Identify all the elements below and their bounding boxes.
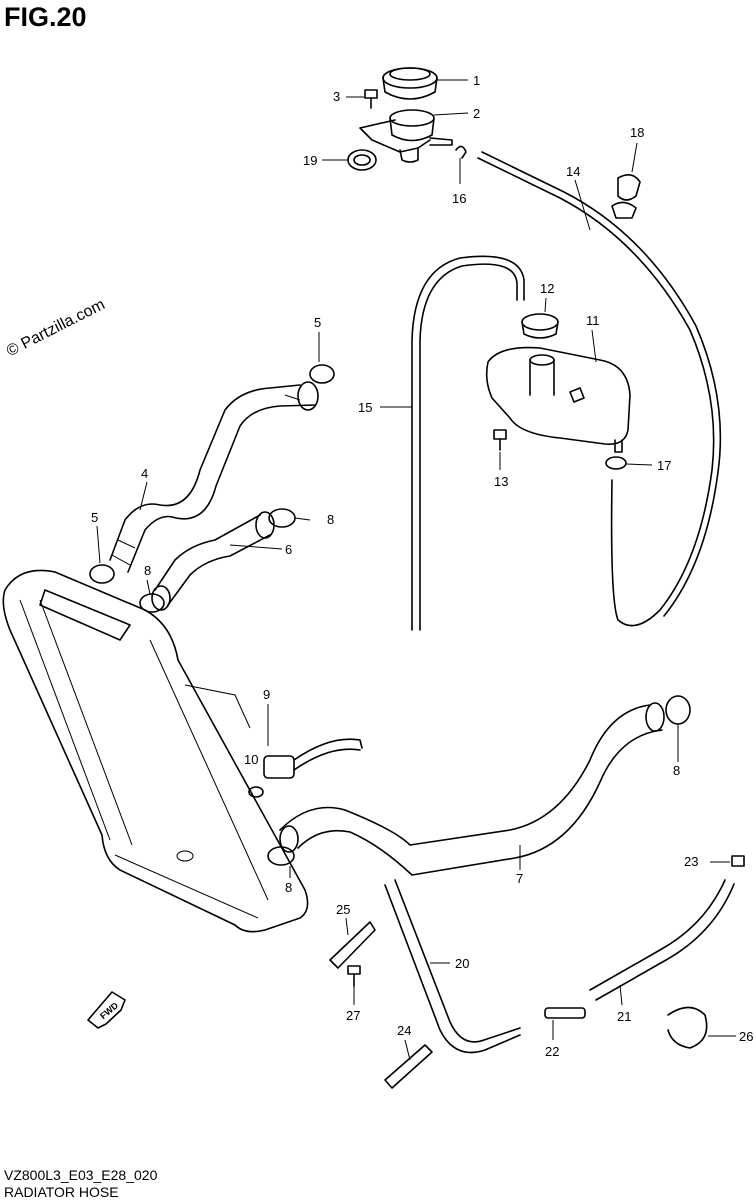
callout-22: 22 [545, 1044, 559, 1059]
forward-arrow-icon: FWD [87, 991, 126, 1029]
callout-13: 13 [494, 474, 508, 489]
hose-clip[interactable] [611, 174, 641, 219]
callout-19: 19 [303, 153, 317, 168]
hose-clamp[interactable] [267, 846, 295, 866]
hose-guide[interactable] [329, 921, 376, 969]
callout-5-lower: 5 [91, 510, 98, 525]
callout-15: 15 [358, 400, 372, 415]
model-code: VZ800L3_E03_E28_020 [4, 1167, 158, 1183]
hose-joint[interactable] [544, 1007, 586, 1019]
radiator[interactable] [2, 569, 309, 933]
bolt[interactable] [364, 89, 378, 109]
filler-neck[interactable] [359, 109, 453, 163]
callout-9: 9 [263, 687, 270, 702]
callout-3: 3 [333, 89, 340, 104]
radiator-cap[interactable] [382, 67, 438, 100]
callout-4: 4 [141, 466, 148, 481]
lower-radiator-hose[interactable] [279, 702, 665, 876]
callout-23: 23 [684, 854, 698, 869]
hose-clamp[interactable] [139, 593, 165, 613]
callout-17: 17 [657, 458, 671, 473]
bolt[interactable] [493, 429, 507, 451]
leader-lines [96, 79, 736, 1061]
reservoir-tank[interactable] [485, 346, 631, 453]
section-name: RADIATOR HOSE [4, 1184, 119, 1200]
callout-7: 7 [516, 871, 523, 886]
callout-8-b: 8 [144, 563, 151, 578]
callout-26: 26 [739, 1029, 753, 1044]
washer[interactable] [248, 786, 264, 798]
callout-8-c: 8 [673, 763, 680, 778]
hose-clamp[interactable] [665, 695, 691, 725]
callout-27: 27 [346, 1008, 360, 1023]
hose-clamp[interactable] [347, 149, 377, 171]
hose-clamp[interactable] [605, 456, 627, 470]
hose-clamp[interactable] [731, 855, 745, 867]
bolt[interactable] [347, 965, 361, 987]
figure-title: FIG.20 [4, 2, 87, 32]
reservoir-cap[interactable] [521, 313, 559, 339]
callout-12: 12 [540, 281, 554, 296]
callout-11: 11 [586, 313, 600, 328]
callout-labels: 1 2 3 4 5 5 6 7 8 8 8 8 9 10 11 12 13 14… [91, 73, 753, 1059]
callout-2: 2 [473, 106, 480, 121]
callout-5-upper: 5 [314, 315, 321, 330]
callout-8-a: 8 [327, 512, 334, 527]
callout-24: 24 [397, 1023, 411, 1038]
callout-16: 16 [452, 191, 466, 206]
hose-holder[interactable] [667, 1006, 708, 1049]
callout-25: 25 [336, 902, 350, 917]
callout-18: 18 [630, 125, 644, 140]
callout-8-d: 8 [285, 880, 292, 895]
callout-6: 6 [285, 542, 292, 557]
temperature-sensor[interactable] [263, 738, 363, 779]
callout-21: 21 [617, 1009, 631, 1024]
callout-1: 1 [473, 73, 480, 88]
drain-hose[interactable] [589, 879, 735, 1001]
overflow-hose[interactable] [477, 157, 715, 627]
hose-guide[interactable] [384, 1044, 433, 1089]
radiator-hose[interactable] [151, 511, 275, 611]
callout-20: 20 [455, 956, 469, 971]
reservoir-hose[interactable] [411, 255, 525, 631]
hose-clamp[interactable] [89, 564, 115, 584]
bypass-hose[interactable] [384, 884, 521, 1054]
hose-clamp[interactable] [309, 364, 335, 384]
callout-14: 14 [566, 164, 580, 179]
small-clip[interactable] [455, 145, 467, 159]
upper-radiator-hose[interactable] [109, 381, 319, 573]
callout-10: 10 [244, 752, 258, 767]
